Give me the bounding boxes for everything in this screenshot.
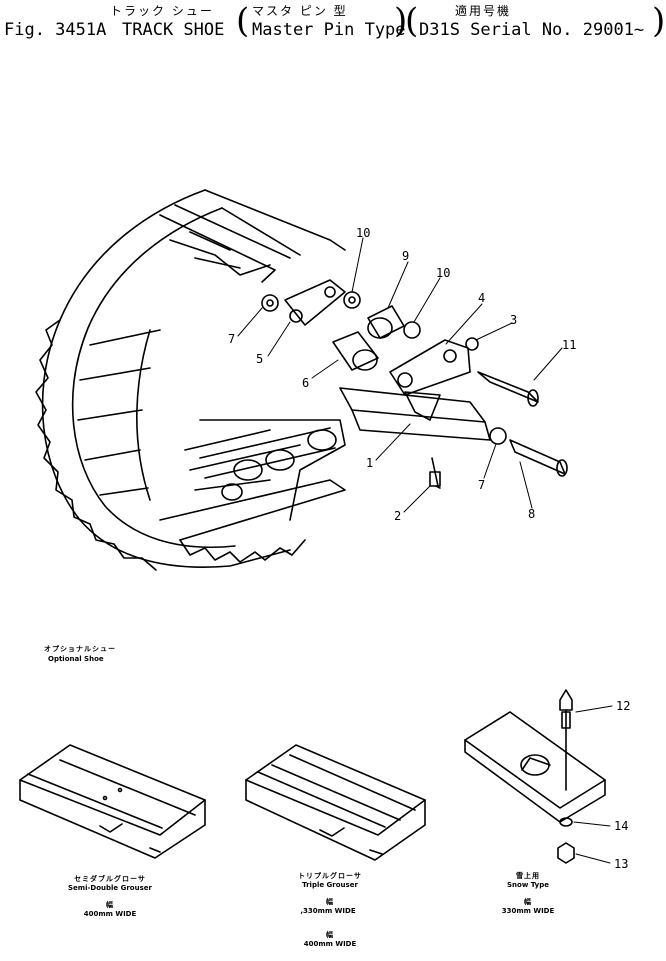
callout-8: 8 — [528, 507, 536, 521]
callout-13: 13 — [614, 857, 629, 871]
shoe3-name-en: Snow Type — [506, 881, 549, 889]
washer-10a — [343, 291, 361, 309]
master-link-4 — [389, 339, 471, 396]
shoe3-width: 330mm WIDE — [501, 907, 555, 915]
shoe-semi-double — [19, 744, 206, 859]
callout-9: 9 — [402, 249, 410, 263]
callout-10a: 10 — [356, 226, 371, 240]
nut-13 — [557, 842, 575, 864]
callout-14: 14 — [614, 819, 629, 833]
callout-3: 3 — [510, 313, 518, 327]
model-jp: 適用号機 — [455, 4, 512, 18]
spike-12 — [559, 689, 573, 711]
shoe1-name-en: Semi-Double Grouser — [68, 884, 152, 892]
callout-7b: 7 — [478, 478, 486, 492]
open-paren-2: ( — [405, 1, 419, 41]
type-jp: マスタ ピン 型 — [252, 4, 348, 18]
shoe1-width: 400mm WIDE — [83, 910, 137, 918]
shoe2-width-jp-b: 幅 — [326, 931, 334, 939]
callout-1: 1 — [366, 456, 374, 470]
open-paren: ( — [236, 1, 250, 41]
shoe2-width-a: ,330mm WIDE — [300, 907, 356, 915]
type-en: Master Pin Type — [252, 20, 406, 40]
master-link-5 — [284, 279, 346, 326]
callout-11: 11 — [562, 338, 577, 352]
shoe2-width-b: 400mm WIDE — [303, 940, 357, 948]
title-jp: トラック シュー — [110, 4, 214, 18]
model-en: D31S Serial No. 29001~ — [419, 20, 645, 40]
callout-7a: 7 — [228, 332, 236, 346]
shoe-triple — [245, 744, 426, 861]
fig-label: Fig. 3451A — [4, 20, 107, 40]
bushing-6 — [332, 331, 379, 371]
close-paren: ) — [394, 1, 408, 41]
shoe2-width-jp: 幅 — [326, 898, 334, 906]
optional-heading-en: Optional Shoe — [48, 655, 104, 663]
nut-3 — [465, 337, 479, 351]
shoe3-width-jp: 幅 — [524, 898, 532, 906]
callout-12: 12 — [616, 699, 631, 713]
shoe-plate-1 — [339, 387, 491, 441]
washer-7b — [489, 427, 507, 445]
close-paren-2: ) — [652, 1, 666, 41]
washer-14 — [559, 817, 573, 827]
bolt-2 — [431, 457, 441, 489]
shoe2-name-en: Triple Grouser — [302, 881, 358, 889]
washer-7a — [261, 294, 279, 312]
callout-2: 2 — [394, 509, 402, 523]
optional-heading-jp: オプショナルシュー — [44, 645, 116, 653]
washer-10b — [403, 321, 421, 339]
shoe1-name-jp: セミダブルグローサ — [74, 875, 146, 883]
shoe2-name-jp: トリプルグローサ — [298, 872, 362, 880]
callout-4: 4 — [478, 291, 486, 305]
page-title: TRACK SHOE — [122, 20, 225, 40]
pin-11 — [477, 371, 539, 403]
shoe3-name-jp: 雪上用 — [516, 872, 540, 880]
callout-5: 5 — [256, 352, 264, 366]
bushing-9 — [367, 305, 405, 339]
callout-10b: 10 — [436, 266, 451, 280]
callout-6: 6 — [302, 376, 310, 390]
shoe1-width-jp: 幅 — [106, 901, 114, 909]
track-assembly — [35, 189, 346, 571]
shoe-snow — [464, 689, 606, 864]
